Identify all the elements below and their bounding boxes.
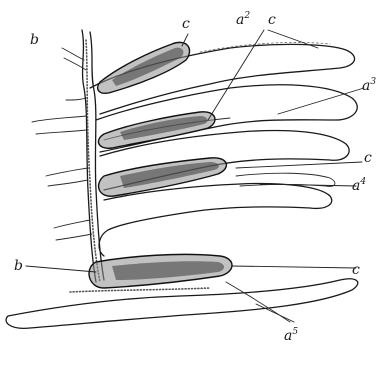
label-b-top: b [30, 32, 39, 48]
label-a5: a5 [284, 327, 298, 344]
leader-a3 [278, 88, 364, 114]
loop-fourth [99, 184, 332, 257]
leader-a2 [208, 30, 264, 120]
label-c-top-left: c [182, 16, 190, 32]
leader-a4 [260, 184, 356, 186]
leader-c-top-right [268, 30, 318, 48]
capsule-c-top [98, 42, 190, 93]
leader-c-mid [236, 162, 362, 168]
capsule-c-lower [89, 254, 232, 288]
base-process-a5 [6, 279, 358, 329]
label-c-mid: c [364, 150, 372, 166]
label-a2: a2 [236, 11, 250, 28]
leader-b-lower [26, 266, 96, 272]
label-c-top-right: c [268, 12, 276, 28]
label-c-lower: c [352, 262, 360, 278]
label-a4: a4 [352, 177, 366, 194]
leader-c-lower [232, 266, 356, 268]
left-processes [32, 98, 92, 240]
label-b-lower: b [14, 258, 23, 274]
label-a3: a3 [362, 77, 376, 94]
